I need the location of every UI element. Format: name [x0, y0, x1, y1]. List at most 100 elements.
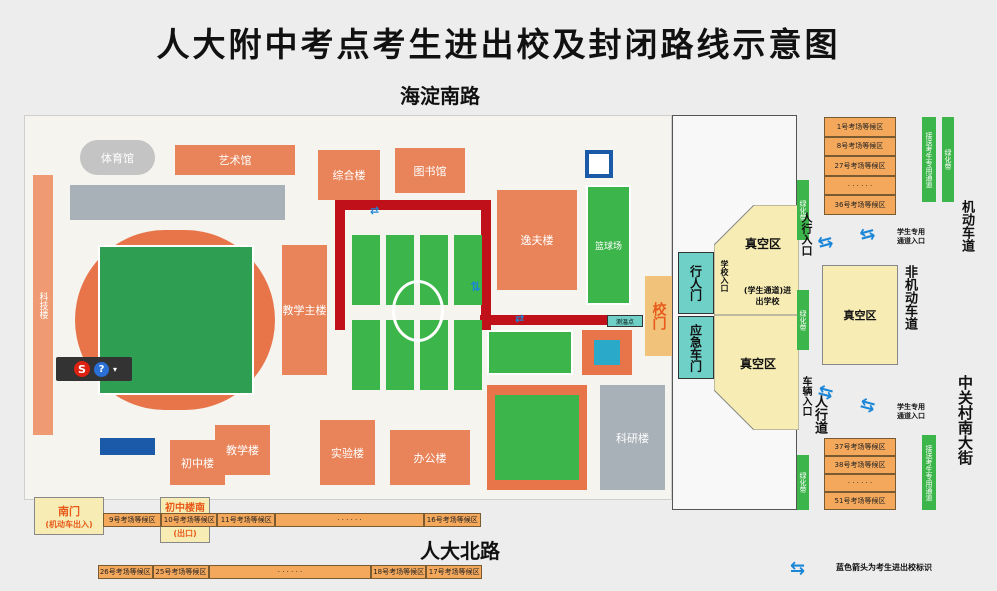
chevron-down-icon[interactable]: ▾: [113, 364, 118, 374]
waiting-block-se: 37号考场等候区 38号考场等候区 · · · · · · 51号考场等候区: [824, 438, 896, 510]
waiting-zone: · · · · · ·: [824, 175, 896, 196]
arrow-icon: ⇆: [857, 222, 878, 247]
teaching-label: 教学楼: [226, 444, 259, 457]
library-label: 图书馆: [413, 164, 447, 178]
page-title: 人大附中考点考生进出校及封闭路线示意图: [156, 25, 841, 64]
waiting-row-south-2: 26号考场等候区 25号考场等候区 · · · · · · 18号考场等候区 1…: [98, 565, 482, 579]
legend-arrow-icon: ⇆: [790, 558, 806, 579]
logo-icon[interactable]: S: [74, 361, 90, 377]
side-label: 科技楼: [37, 291, 48, 319]
school-gate[interactable]: 校门: [645, 276, 672, 356]
teaching-main-label: 教学主楼: [282, 304, 327, 317]
arrow-icon: ⇆: [815, 380, 836, 405]
pedestrian-lane-label: 人行道: [812, 395, 827, 434]
student-lane: 接送考生专用通道: [922, 117, 936, 202]
art-building[interactable]: 艺术馆: [175, 145, 295, 175]
waiting-block-ne: 1号考场等候区 8号考场等候区 27号考场等候区 · · · · · · 36号…: [824, 117, 896, 215]
south-gate-label: 南门: [58, 504, 80, 518]
waiting-row-south-1: 9号考场等候区 10号考场等候区 11号考场等候区 · · · · · · 16…: [103, 513, 481, 527]
logo-sign: [585, 150, 613, 178]
teaching-main-building[interactable]: 教学主楼: [282, 245, 327, 375]
green-strip: 绿化带: [797, 290, 809, 350]
east-building-label: 科研楼: [616, 431, 649, 445]
road-south: 人大北路: [420, 539, 500, 563]
art-label: 艺术馆: [218, 154, 252, 167]
waiting-zone: 11号考场等候区: [217, 513, 276, 527]
waiting-zone: · · · · · ·: [209, 565, 371, 579]
pedestrian-gate[interactable]: 行人门: [678, 252, 714, 314]
waiting-zone: 38号考场等候区: [824, 456, 896, 474]
side-building: 科技楼: [33, 175, 53, 435]
office-building[interactable]: 办公楼: [390, 430, 470, 485]
student-lane-south: 接送考生专用通道: [922, 435, 936, 510]
yifu-building[interactable]: 逸夫楼: [497, 190, 577, 290]
library-building[interactable]: 图书馆: [395, 148, 465, 193]
junior-gate-sub: (出口): [173, 528, 197, 538]
south-gate-sub: (机动车出入): [45, 519, 93, 529]
complex-label: 综合楼: [332, 169, 366, 182]
gym-label: 体育馆: [101, 151, 134, 165]
waiting-zone: 27号考场等候区: [824, 156, 896, 176]
basketball-label: 篮球场: [594, 241, 622, 252]
pool-block: [100, 438, 155, 455]
student-passage-label: (学生通道)进出学校: [743, 286, 792, 306]
closed-route: [335, 200, 491, 330]
waiting-zone: 8号考场等候区: [824, 136, 896, 157]
green-strip: 绿化带: [797, 180, 809, 240]
green-strip: 绿化带: [942, 117, 954, 202]
stand-building: [70, 185, 285, 220]
temperature-point: 测温点: [607, 315, 643, 327]
help-icon[interactable]: ?: [94, 361, 109, 377]
student-entrance-north: 学生专用通道入口: [897, 228, 925, 245]
arrow-icon: ⇄: [515, 312, 525, 325]
lab-label: 实验楼: [331, 446, 364, 460]
gym-building[interactable]: 体育馆: [80, 140, 155, 175]
east-building[interactable]: 科研楼: [600, 385, 665, 490]
media-toolbar[interactable]: S ? ▾: [56, 357, 132, 381]
arrow-icon: ⇅: [470, 280, 481, 295]
waiting-zone: 25号考场等候区: [152, 565, 210, 579]
south-gate[interactable]: 南门 (机动车出入): [34, 497, 104, 535]
arrow-icon: ⇆: [857, 393, 878, 418]
vacuum-zone-shape: [714, 205, 799, 430]
road-north: 海淀南路: [400, 84, 480, 108]
vehicle-entry-label: 车辆入口: [800, 376, 811, 416]
junior-label: 初中楼: [181, 456, 214, 470]
pedestrian-entry-label: 人行入口: [800, 212, 813, 256]
teaching-building[interactable]: 教学楼: [215, 425, 270, 475]
closed-route-east: [480, 315, 610, 325]
waiting-zone: 17号考场等候区: [426, 565, 482, 579]
waiting-zone: 10号考场等候区: [161, 513, 218, 527]
road-east: 中关村南大街: [956, 375, 974, 465]
vacuum-zone-bottom: 真空区: [740, 357, 777, 371]
yifu-label: 逸夫楼: [520, 234, 554, 247]
office-label: 办公楼: [413, 451, 447, 465]
waiting-zone: 18号考场等候区: [370, 565, 427, 579]
tennis-court: [487, 330, 573, 375]
basketball-court: 篮球场: [586, 185, 631, 305]
waiting-zone: 26号考场等候区: [98, 565, 153, 579]
motor-lane-label: 机动车道: [959, 200, 974, 252]
arrow-icon: ⇄: [370, 204, 380, 217]
lab-building[interactable]: 实验楼: [320, 420, 375, 485]
small-court: [582, 330, 632, 375]
waiting-zone: 16号考场等候区: [423, 513, 481, 527]
legend-label: 蓝色箭头为考生进出校标识: [836, 563, 932, 572]
waiting-zone: · · · · · ·: [275, 513, 424, 527]
inner-courts: [352, 235, 482, 390]
waiting-zone: · · · · · ·: [824, 474, 896, 492]
complex-building[interactable]: 综合楼: [318, 150, 380, 200]
emergency-gate[interactable]: 应急车门: [678, 316, 714, 379]
student-entrance-south: 学生专用通道入口: [897, 403, 925, 420]
waiting-zone: 51号考场等候区: [824, 492, 896, 510]
waiting-zone: 9号考场等候区: [103, 513, 162, 527]
sports-court: [487, 385, 587, 490]
waiting-zone: 1号考场等候区: [824, 117, 896, 137]
student-entry-label: 学校入口: [720, 260, 730, 292]
nonmotor-lane-label: 非机动车道: [902, 265, 917, 330]
waiting-zone: 37号考场等候区: [824, 438, 896, 456]
arrow-icon: ⇆: [815, 230, 836, 255]
green-strip: 绿化带: [797, 455, 809, 510]
vacuum-zone-top: 真空区: [745, 237, 782, 251]
vacuum-zone-east: 真空区: [822, 265, 898, 365]
